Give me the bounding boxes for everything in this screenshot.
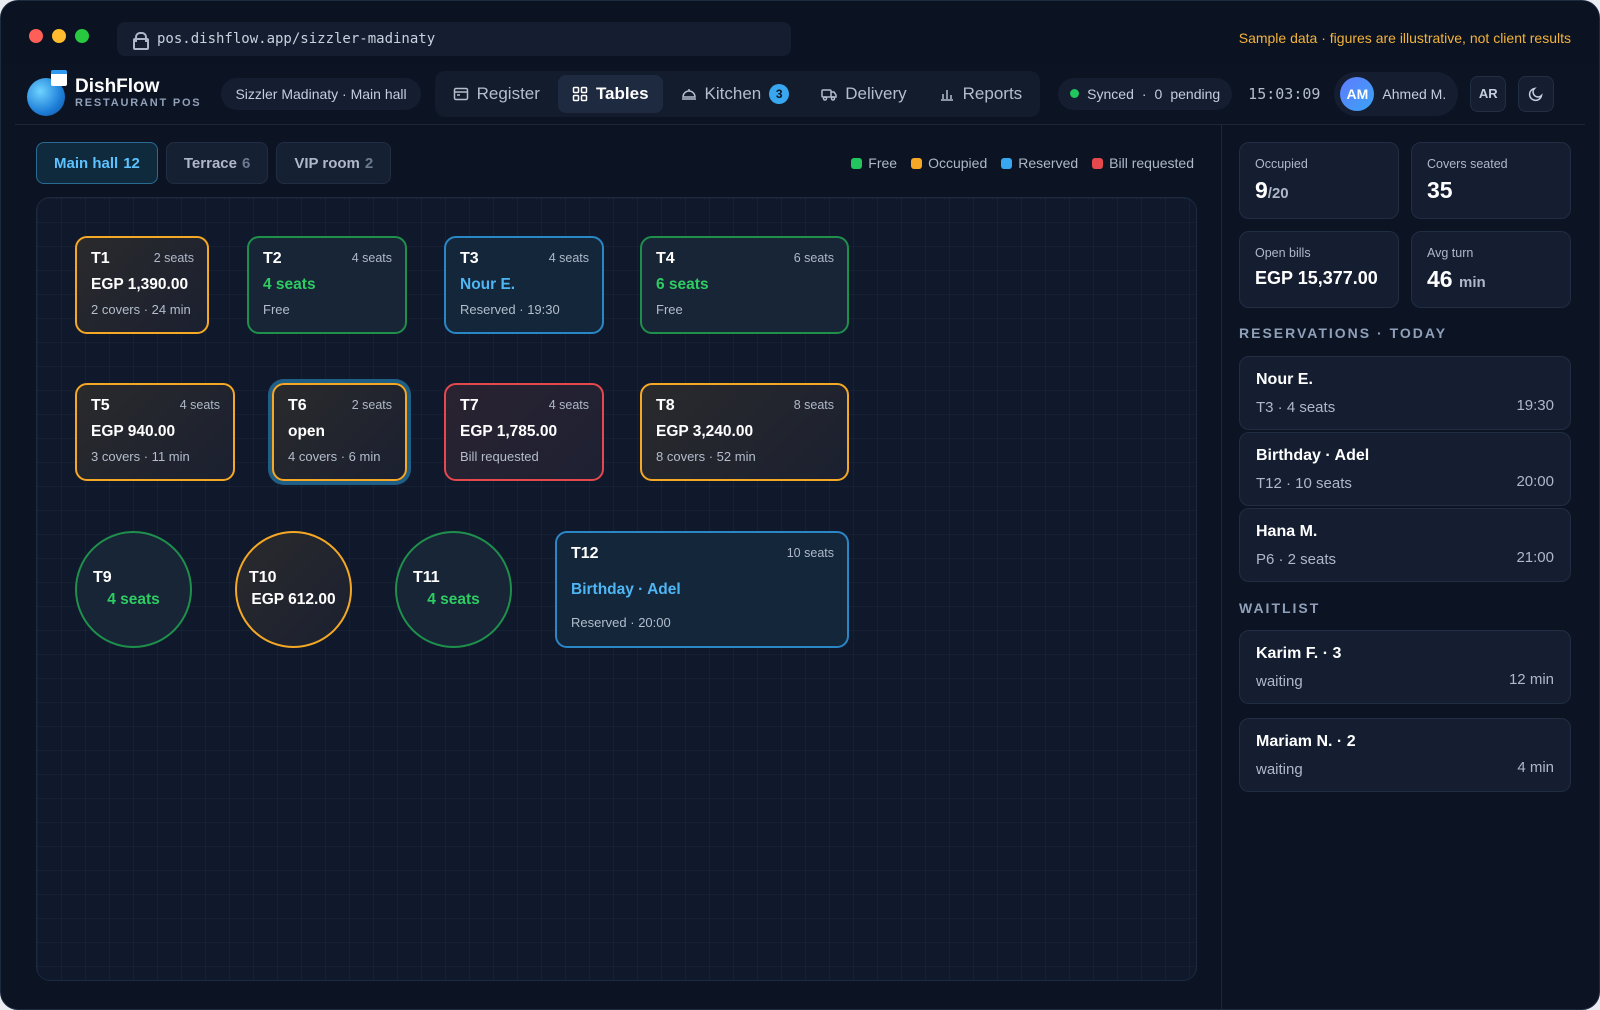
lock-icon bbox=[133, 32, 149, 50]
user-menu[interactable]: AM Ahmed M. bbox=[1334, 71, 1459, 116]
logo-mark-icon bbox=[27, 69, 67, 116]
sync-ok-icon bbox=[1070, 89, 1080, 98]
legend-bill-requested: Bill requested bbox=[1092, 155, 1194, 171]
clock: 15:03:09 bbox=[1248, 84, 1321, 103]
nav-tables[interactable]: Tables bbox=[557, 74, 663, 113]
maximize-window-button[interactable] bbox=[75, 29, 89, 43]
bar-chart-icon bbox=[939, 86, 955, 102]
nav-reports[interactable]: Reports bbox=[925, 75, 1037, 113]
moon-icon bbox=[1529, 86, 1543, 101]
avatar: AM bbox=[1340, 76, 1375, 111]
legend-occupied: Occupied bbox=[911, 155, 987, 171]
reservation-item[interactable]: Birthday · Adel T12 · 10 seats 20:00 bbox=[1239, 432, 1571, 506]
cloche-icon bbox=[681, 86, 697, 102]
register-icon bbox=[453, 86, 469, 102]
reservations-heading: RESERVATIONS · TODAY bbox=[1239, 325, 1448, 341]
sync-status[interactable]: Synced · 0 pending bbox=[1058, 77, 1233, 110]
stat-occupied: Occupied 9/20 bbox=[1239, 142, 1399, 219]
side-panel: Occupied 9/20 Covers seated 35 Open bill… bbox=[1221, 125, 1599, 1009]
waitlist-item[interactable]: Karim F. · 3 waiting 12 min bbox=[1239, 630, 1571, 704]
nav-register[interactable]: Register bbox=[439, 75, 554, 113]
kitchen-count-badge: 3 bbox=[769, 83, 790, 104]
logo[interactable]: DishFlow RESTAURANT POS bbox=[27, 69, 202, 116]
waitlist-heading: WAITLIST bbox=[1239, 600, 1321, 616]
window-controls bbox=[29, 29, 89, 43]
language-toggle-button[interactable]: AR bbox=[1470, 75, 1507, 112]
minimize-window-button[interactable] bbox=[52, 29, 66, 43]
close-window-button[interactable] bbox=[29, 29, 43, 43]
app-name: DishFlow bbox=[75, 76, 160, 97]
pending-count: 0 bbox=[1154, 85, 1163, 102]
legend-free: Free bbox=[851, 155, 897, 171]
nav-kitchen[interactable]: Kitchen 3 bbox=[667, 75, 804, 113]
address-bar[interactable]: pos.dishflow.app/sizzler-madinaty bbox=[117, 22, 791, 56]
reservation-item[interactable]: Hana M. P6 · 2 seats 21:00 bbox=[1239, 508, 1571, 582]
legend-reserved: Reserved bbox=[1001, 155, 1078, 171]
reservation-item[interactable]: Nour E. T3 · 4 seats 19:30 bbox=[1239, 356, 1571, 430]
venue-selector[interactable]: Sizzler Madinaty · Main hall bbox=[221, 77, 421, 110]
app-subtitle: RESTAURANT POS bbox=[75, 97, 202, 109]
user-name: Ahmed M. bbox=[1382, 85, 1447, 102]
status-legend: Free Occupied Reserved Bill requested bbox=[851, 155, 1194, 171]
main-nav: Register Tables Kitchen 3 Delivery bbox=[434, 70, 1041, 117]
stat-covers-seated: Covers seated 35 bbox=[1411, 142, 1571, 219]
theme-toggle-button[interactable] bbox=[1518, 75, 1555, 112]
waitlist-item[interactable]: Mariam N. · 2 waiting 4 min bbox=[1239, 718, 1571, 792]
stat-open-bills: Open bills EGP 15,377.00 bbox=[1239, 231, 1399, 308]
nav-delivery[interactable]: Delivery bbox=[807, 75, 920, 113]
url-text: pos.dishflow.app/sizzler-madinaty bbox=[157, 31, 436, 47]
truck-icon bbox=[821, 86, 837, 102]
stat-avg-turn: Avg turn 46 min bbox=[1411, 231, 1571, 308]
sample-data-disclaimer: Sample data · figures are illustrative, … bbox=[1238, 30, 1571, 46]
grid-icon bbox=[572, 86, 588, 102]
browser-chrome: pos.dishflow.app/sizzler-madinaty Sample… bbox=[1, 1, 1599, 63]
app-header: DishFlow RESTAURANT POS Sizzler Madinaty… bbox=[15, 63, 1585, 125]
